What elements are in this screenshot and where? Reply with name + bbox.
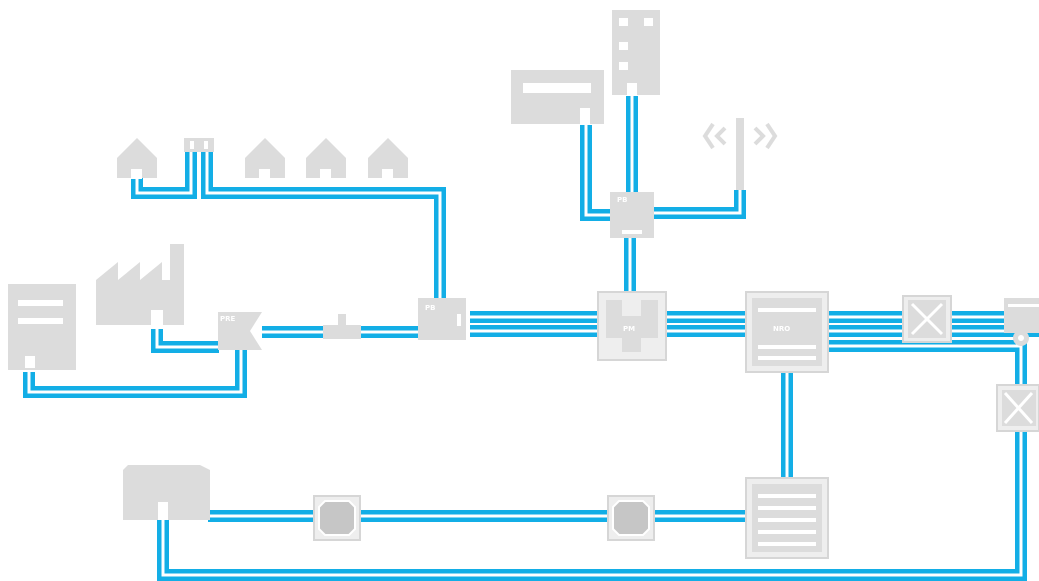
bus-shelter-icon <box>511 70 604 124</box>
pre-node: PRE <box>218 312 262 350</box>
tall-building-icon <box>612 10 660 95</box>
cable-shelter-to-pb <box>580 125 610 221</box>
datacenter-icon <box>123 465 210 520</box>
cable-houses-drop <box>131 150 197 199</box>
splice-box-icon <box>607 495 655 541</box>
pb-street-label: PB <box>425 304 435 312</box>
cable-office-to-pre <box>23 350 247 398</box>
pb-tower-label: PB <box>617 196 627 204</box>
house-icon <box>245 138 285 179</box>
cable-antenna-to-pb <box>654 190 746 219</box>
lower-nro-node <box>745 477 829 559</box>
junction-icon <box>996 384 1039 432</box>
junction-icon <box>184 138 214 152</box>
edge-connector-icon <box>1004 298 1039 346</box>
nro-label: NRO <box>773 325 790 333</box>
house-icon <box>117 138 157 179</box>
pre-label: PRE <box>220 315 236 323</box>
house-icon <box>368 138 408 179</box>
pb-tower-node: PB <box>610 192 654 238</box>
house-icon <box>306 138 346 179</box>
splice-box-icon <box>313 495 361 541</box>
pb-street-node: PB <box>418 298 466 340</box>
cable-nro-to-right-vertical <box>157 340 1027 581</box>
factory-icon <box>96 244 184 326</box>
pm-label: PM <box>623 325 635 333</box>
nro-node: NRO <box>745 291 829 373</box>
pm-node: PM <box>597 291 667 361</box>
splice-box-icon <box>323 314 361 339</box>
cable-houses-feeder <box>201 150 446 300</box>
office-building-icon <box>8 284 76 370</box>
cell-antenna-icon <box>702 118 778 190</box>
junction-icon <box>902 295 952 343</box>
cable-factory-to-pre <box>151 329 219 353</box>
